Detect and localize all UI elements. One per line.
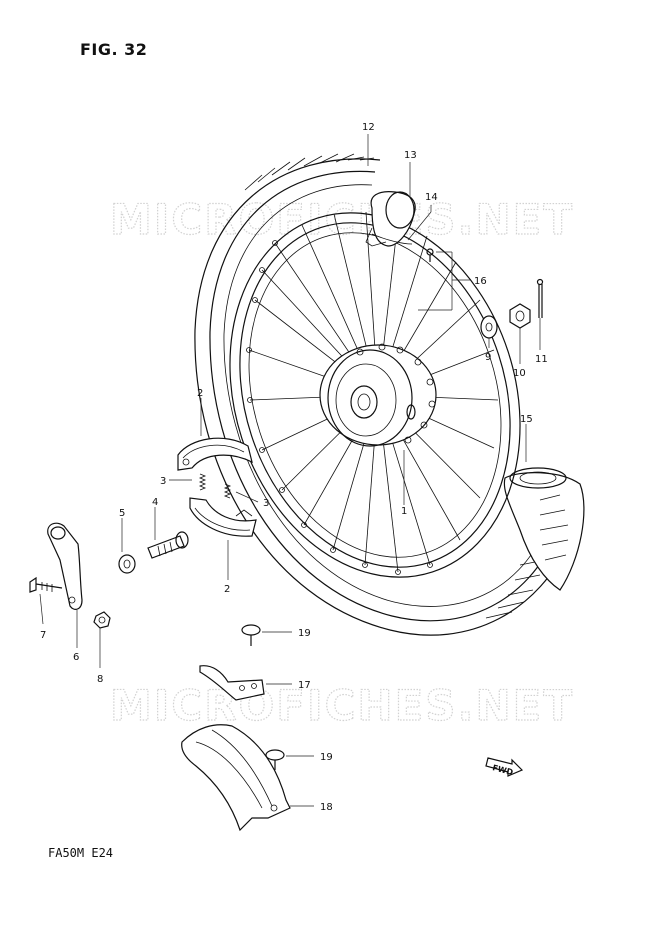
part-11-cotter-pin xyxy=(536,278,544,318)
leader-lines xyxy=(39,134,541,807)
tire xyxy=(194,153,585,636)
callout-9: 9 xyxy=(485,352,491,363)
callout-13: 13 xyxy=(404,150,417,161)
figure-title: FIG. 32 xyxy=(80,40,148,59)
callout-10: 10 xyxy=(513,368,526,379)
callout-3-right: 3 xyxy=(263,498,269,509)
rim-band xyxy=(371,233,413,245)
callout-4: 4 xyxy=(152,497,158,508)
callout-5: 5 xyxy=(119,508,125,519)
callout-1: 1 xyxy=(401,506,407,517)
callout-6: 6 xyxy=(73,652,79,663)
part-9-washer xyxy=(480,315,498,339)
callout-19-lower: 19 xyxy=(320,752,333,763)
callout-2-lower: 2 xyxy=(224,584,230,595)
part-19-bolt-lower xyxy=(265,749,285,770)
callout-17: 17 xyxy=(298,680,311,691)
brake-spring-right xyxy=(223,483,232,499)
part-6-brake-lever xyxy=(47,522,83,610)
part-8-nut xyxy=(93,611,111,629)
wheel-assembly xyxy=(194,153,585,636)
watermark-bottom: MICROFICHES.NET xyxy=(110,681,574,730)
callout-15: 15 xyxy=(520,414,533,425)
callout-7: 7 xyxy=(40,630,46,641)
callout-16: 16 xyxy=(474,276,487,287)
tube-and-valve xyxy=(365,191,416,247)
callout-2-upper: 2 xyxy=(197,388,203,399)
fwd-arrow: FWD xyxy=(485,757,524,777)
hub xyxy=(319,343,437,447)
part-19-bolt-upper xyxy=(241,624,261,646)
part-5-washer xyxy=(118,554,136,574)
callout-3-left: 3 xyxy=(160,476,166,487)
part-16-screw xyxy=(426,248,434,262)
callouts: 12 13 14 16 9 10 11 15 1 2 3 3 4 5 2 7 6… xyxy=(40,122,548,813)
callout-11: 11 xyxy=(535,354,548,365)
brake-spring-left xyxy=(198,473,207,491)
spoke-nipples xyxy=(246,240,433,575)
part-4-brake-cam xyxy=(147,531,189,559)
part-10-nut xyxy=(509,303,531,329)
callout-19-upper: 19 xyxy=(298,628,311,639)
part-7-bolt xyxy=(29,576,63,593)
brake-shoe-upper xyxy=(177,437,253,471)
model-code: FA50M E24 xyxy=(48,846,114,860)
callout-14: 14 xyxy=(425,192,438,203)
callout-8: 8 xyxy=(97,674,103,685)
callout-12: 12 xyxy=(362,122,375,133)
watermark-top: MICROFICHES.NET xyxy=(110,195,574,244)
brake-shoe-lower xyxy=(189,497,257,537)
part-18-fender xyxy=(181,724,291,832)
callout-18: 18 xyxy=(320,802,333,813)
part-17-bracket xyxy=(199,665,265,701)
